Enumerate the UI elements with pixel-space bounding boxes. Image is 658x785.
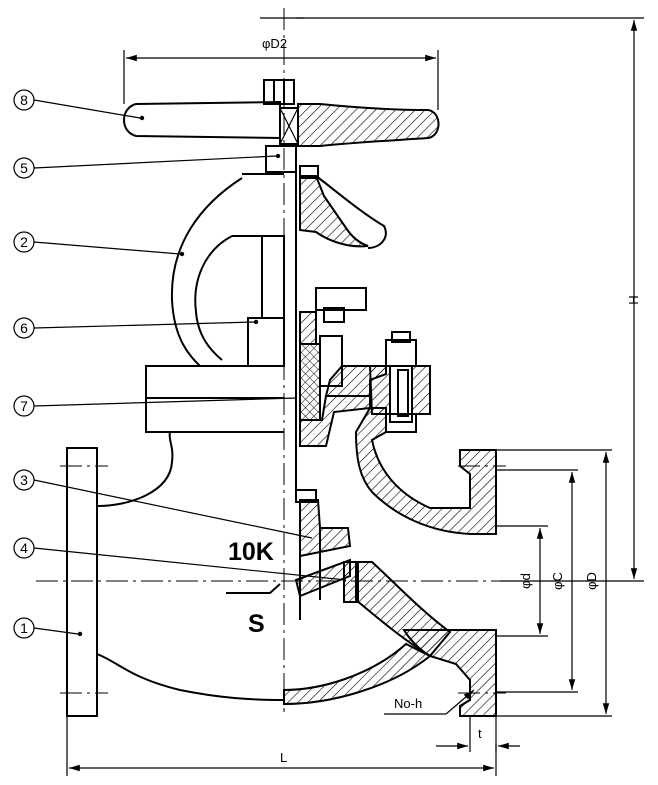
callouts: 8 5 2 6 7 3 [13,89,347,639]
d2-label: φD2 [262,36,287,51]
valve-body-section [283,407,497,717]
dimension-l: L [66,716,497,776]
stem [265,145,297,500]
dimension-t: t [436,716,520,752]
l-label: L [280,750,287,765]
dimension-c: φC [496,469,578,693]
outer-d-label: φD [584,572,599,590]
h-label: H [626,295,641,304]
svg-text:2: 2 [20,234,28,250]
yoke [170,173,285,367]
d-label: φd [518,573,533,589]
left-flange [66,447,98,717]
callout-3: 3 [13,469,313,539]
svg-text:4: 4 [20,540,28,556]
t-label: t [478,726,482,741]
dimension-outer-d: φD [496,449,612,717]
callout-5: 5 [13,153,281,179]
callout-6: 6 [13,317,259,339]
svg-text:1: 1 [20,620,28,636]
handwheel [123,79,440,147]
material-marking: S [248,610,265,638]
valve-body-left [96,365,285,701]
dimension-d: φd [496,525,548,637]
bonnet-bolt [368,331,431,433]
svg-text:5: 5 [20,160,28,176]
svg-text:8: 8 [20,92,28,108]
c-label: φC [550,572,565,590]
svg-text:7: 7 [20,398,28,414]
callout-8: 8 [13,89,145,121]
callout-4: 4 [13,537,347,581]
dimension-d2: φD2 [123,36,439,110]
center-lines [36,8,520,712]
svg-text:3: 3 [20,472,28,488]
holes-callout: No-h [384,689,475,715]
body-markings: 10K S [226,538,281,638]
pressure-marking: 10K [228,538,274,566]
dimension-h: H [296,17,644,582]
callout-1: 1 [13,617,83,639]
callout-2: 2 [13,231,185,257]
holes-label: No-h [394,696,422,711]
callout-7: 7 [13,395,297,417]
svg-text:6: 6 [20,320,28,336]
